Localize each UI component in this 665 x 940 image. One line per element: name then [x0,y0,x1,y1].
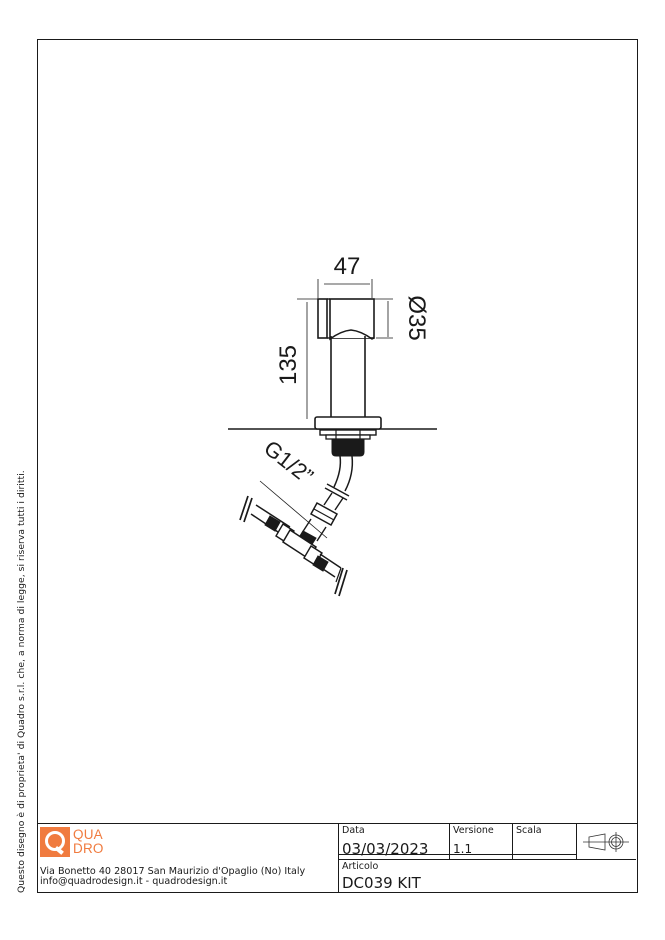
dimension-thread-label: G1/2” [259,435,318,489]
title-block: QUA DRO Via Bonetto 40 28017 San Maurizi… [37,823,638,893]
drawing-frame [37,39,638,893]
copyright-note: Questo disegno è di proprieta' di Quadro… [16,470,27,893]
company-address: Via Bonetto 40 28017 San Maurizio d'Opag… [40,867,305,887]
address-line2: info@quadrodesign.it - quadrodesign.it [40,876,228,887]
logo-line2: DRO [73,841,104,856]
company-logo: QUA DRO [40,827,104,857]
address-line1: Via Bonetto 40 28017 San Maurizio d'Opag… [40,866,306,877]
articolo-value: DC039 KIT [342,874,421,892]
data-label: Data [342,825,365,836]
logo-line1: QUA [73,827,103,842]
company-info: QUA DRO Via Bonetto 40 28017 San Maurizi… [37,824,339,892]
data-value: 03/03/2023 [342,840,429,858]
versione-cell: Versione 1.1 [450,824,512,859]
quadro-logo-icon [40,827,70,857]
versione-label: Versione [453,825,494,836]
scala-cell: Scala [513,824,576,859]
data-cell: Data 03/03/2023 [339,824,449,859]
dimension-height-label: 135 [275,345,302,385]
base-flange [314,416,382,430]
scala-label: Scala [516,825,542,836]
logo-wordmark: QUA DRO [73,827,104,856]
articolo-cell: Articolo DC039 KIT [339,860,636,892]
first-angle-projection-icon [583,832,629,852]
drawing-info-table: Data 03/03/2023 Versione 1.1 Scala A [339,824,636,892]
dimension-width-label: 47 [334,253,361,280]
versione-value: 1.1 [453,842,473,856]
articolo-label: Articolo [342,861,379,872]
projection-symbol-cell [577,824,636,859]
dimension-diameter-label: Ø35 [403,295,430,340]
